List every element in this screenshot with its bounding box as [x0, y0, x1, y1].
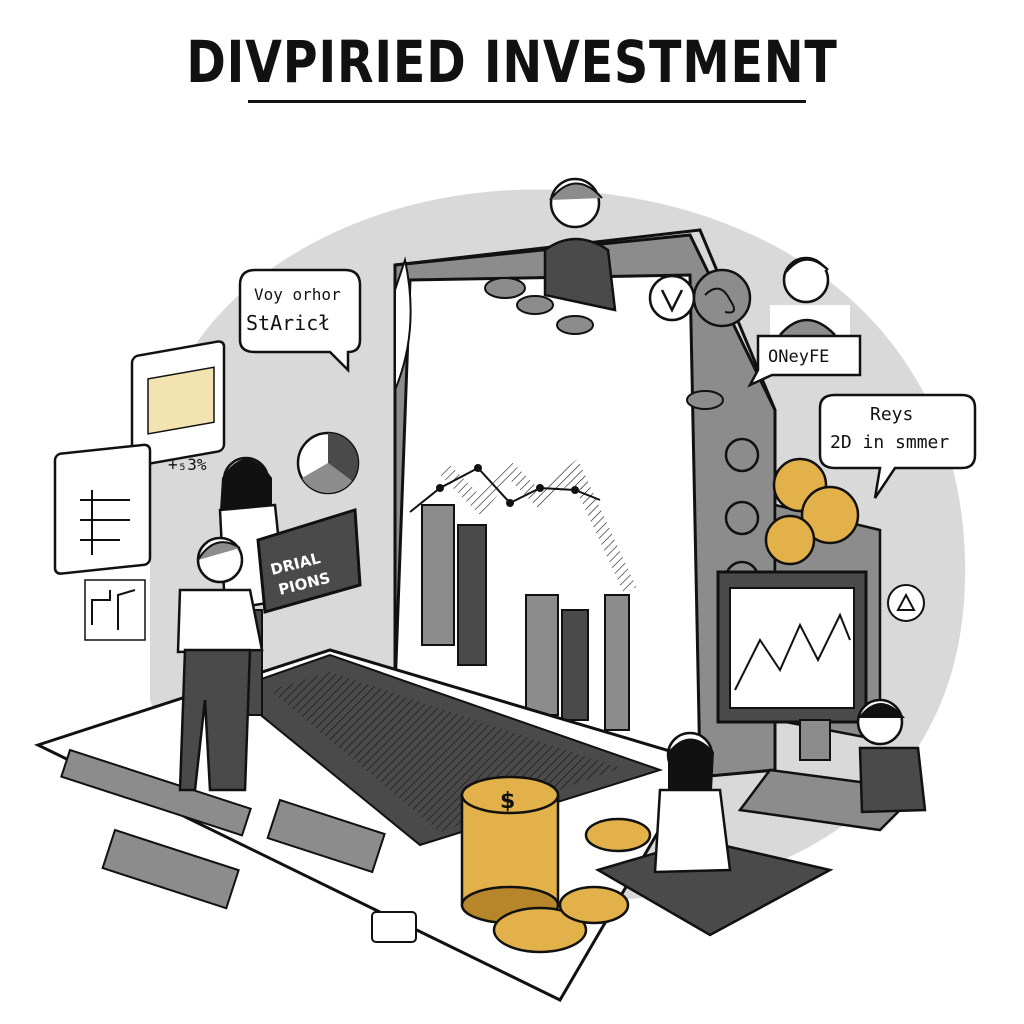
coin-symbol: $	[500, 789, 515, 814]
page-title: DIVPIRIED INVESTMENT	[186, 28, 838, 96]
person-man-standing	[176, 536, 264, 792]
sign-board: DRIAL PIONS	[256, 508, 362, 614]
floating-panels-left: +₅3%	[53, 340, 226, 641]
bubble-right-line1: Reys	[870, 404, 913, 425]
pie-chart	[296, 431, 360, 495]
coin-stack-center	[460, 775, 652, 954]
avatar-businessman	[770, 256, 850, 337]
speech-bubble-left: Voy orhor StAricł	[238, 268, 362, 374]
person-seated-woman	[594, 731, 834, 937]
laptop	[34, 648, 703, 1002]
speech-bubble-top-right: ONeyFE	[747, 334, 862, 388]
bubble-top-right: ONeyFE	[768, 347, 829, 367]
panel-badge: +₅3%	[168, 455, 207, 474]
person-at-desk	[737, 698, 927, 832]
person-top	[543, 177, 617, 312]
small-monitor	[716, 570, 925, 761]
title-underline	[248, 100, 806, 103]
speech-bubble-right: Reys 2D in smmer	[818, 393, 977, 499]
bubble-right-line2: 2D in smmer	[830, 432, 949, 453]
floating-icons-top	[648, 268, 752, 328]
bubble-left-line2: StAricł	[246, 311, 330, 335]
bubble-left-line1: Voy orhor	[254, 285, 341, 304]
